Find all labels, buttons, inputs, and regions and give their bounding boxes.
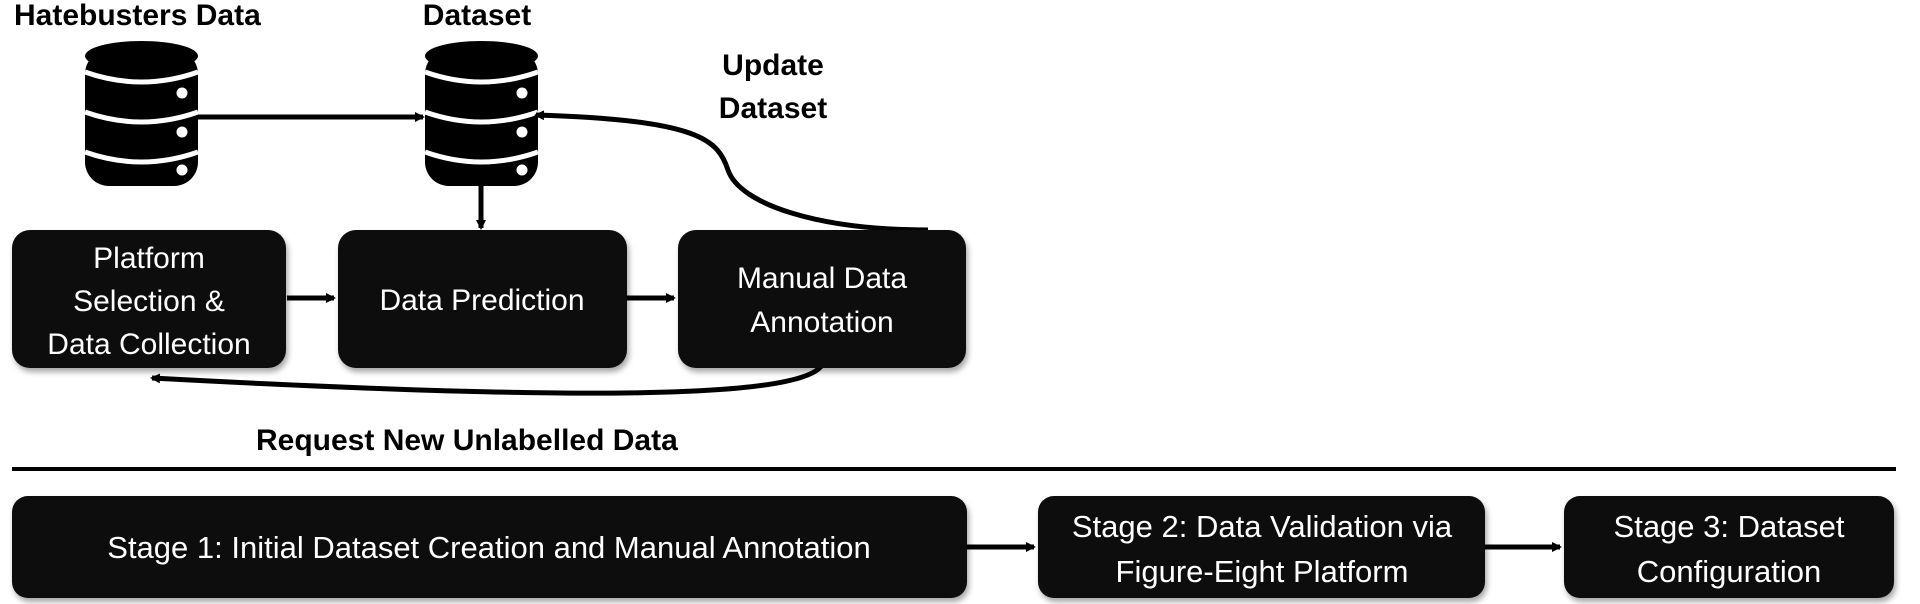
manual-annotation-line1: Manual Data	[737, 262, 907, 295]
arrow-request-new-data-curve	[150, 363, 825, 396]
update-dataset-label-line1: Update	[722, 49, 824, 82]
request-new-unlabelled-data-label: Request New Unlabelled Data	[256, 424, 678, 457]
stage3-box: Stage 3: Dataset Configuration	[1564, 496, 1894, 598]
platform-selection-box: Platform Selection & Data Collection	[12, 230, 286, 368]
stage3-line2: Configuration	[1637, 554, 1821, 589]
manual-annotation-box: Manual Data Annotation	[678, 230, 966, 368]
data-prediction-text: Data Prediction	[379, 284, 584, 317]
stage2-line1: Stage 2: Data Validation via	[1072, 509, 1453, 544]
hatebusters-data-label: Hatebusters Data	[14, 0, 261, 32]
stage1-text: Stage 1: Initial Dataset Creation and Ma…	[107, 530, 870, 565]
dataset-label: Dataset	[423, 0, 531, 32]
manual-annotation-line2: Annotation	[750, 306, 893, 339]
hatebusters-database-icon	[84, 41, 199, 186]
stage3-line1: Stage 3: Dataset	[1614, 509, 1845, 544]
arrow-update-dataset-curve	[534, 110, 929, 233]
platform-selection-line3: Data Collection	[47, 328, 250, 361]
update-dataset-label-line2: Dataset	[719, 92, 827, 125]
stage2-box: Stage 2: Data Validation via Figure-Eigh…	[1038, 496, 1485, 598]
platform-selection-line1: Platform	[93, 242, 205, 275]
stage2-line2: Figure-Eight Platform	[1116, 554, 1409, 589]
dataset-database-icon	[424, 41, 539, 186]
platform-selection-line2: Selection &	[73, 285, 225, 318]
data-prediction-box: Data Prediction	[338, 230, 627, 368]
stage1-box: Stage 1: Initial Dataset Creation and Ma…	[12, 496, 967, 598]
